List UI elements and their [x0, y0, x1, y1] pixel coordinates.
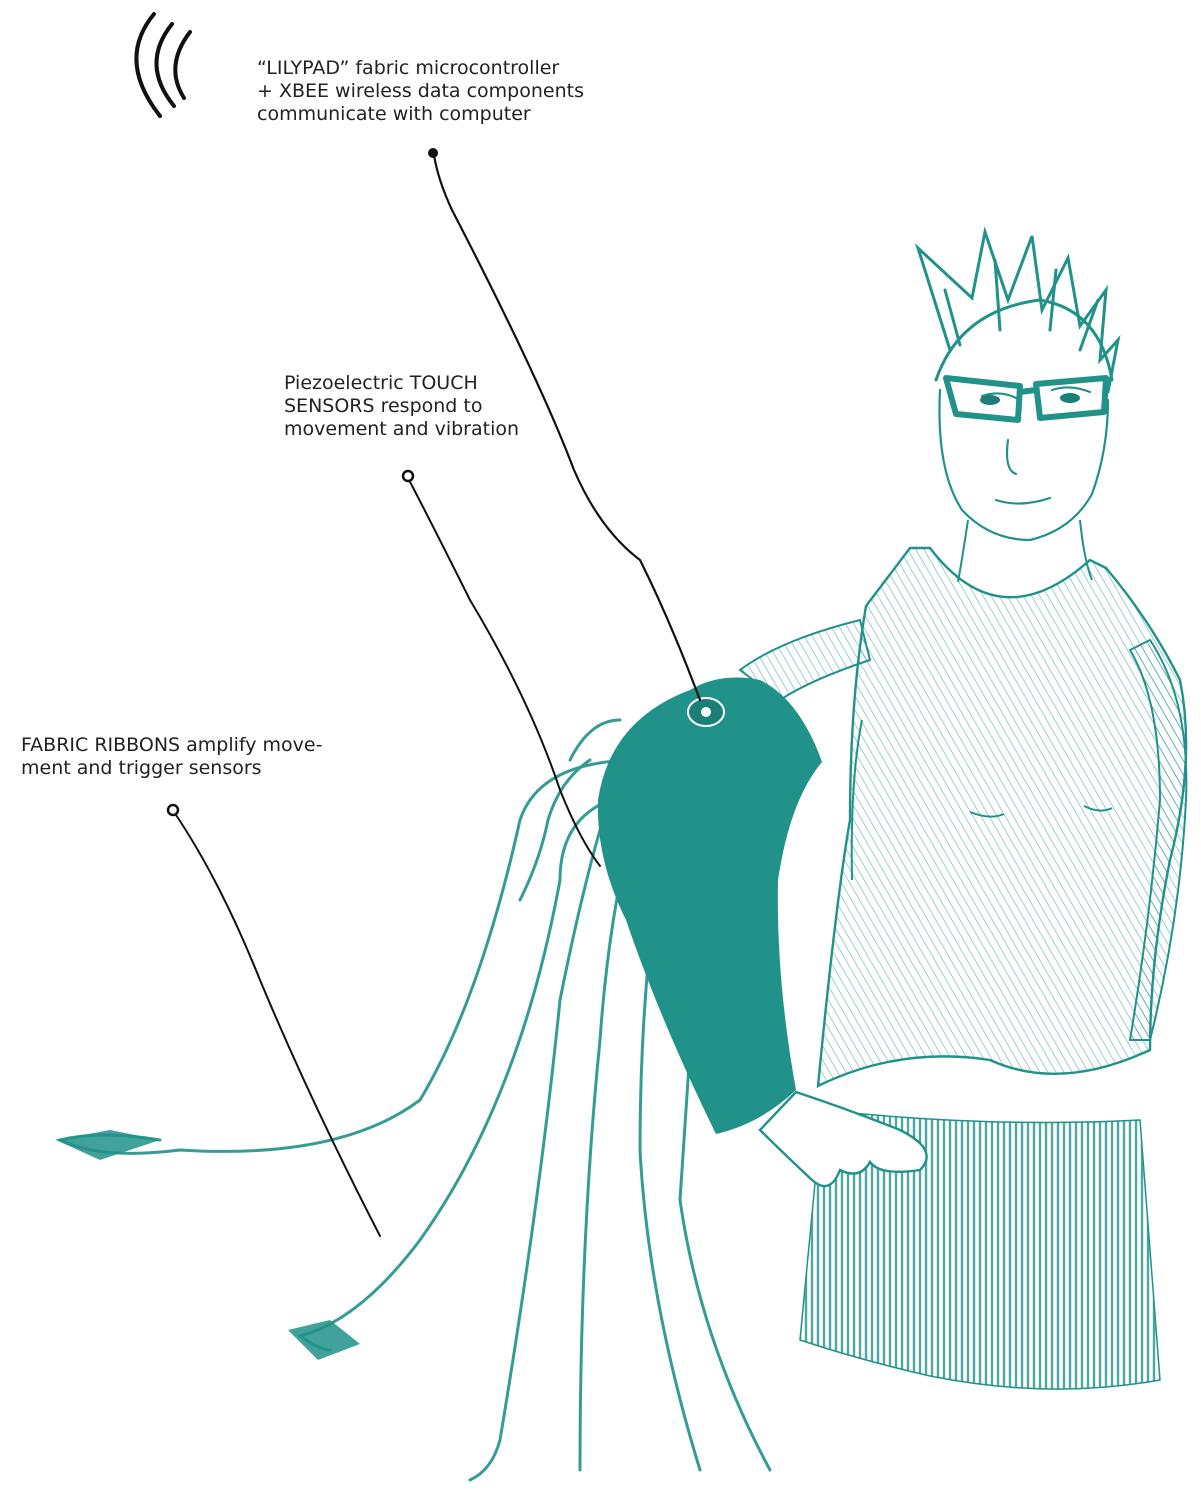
annotation-lilypad: “LILYPAD” fabric microcontroller + XBEE … [257, 57, 584, 126]
face [939, 387, 1108, 540]
wireless-signal-icon [136, 14, 190, 116]
ribbon-ends [56, 1130, 360, 1360]
annotation-fabric-ribbons: FABRIC RIBBONS amplify move- ment and tr… [21, 734, 322, 780]
annotation-lilypad-line3: communicate with computer [257, 103, 584, 126]
leader-line-ribbons [174, 812, 380, 1236]
leader-line-touch [408, 478, 600, 866]
leader-dot-ribbons [168, 805, 178, 815]
eyes [980, 393, 1080, 405]
tank-top [818, 548, 1186, 1086]
annotation-touch-line1: Piezoelectric TOUCH [284, 372, 519, 395]
annotation-ribbons-line1: FABRIC RIBBONS amplify move- [21, 734, 322, 757]
lilypad-controller [688, 698, 724, 726]
annotation-ribbons-line2: ment and trigger sensors [21, 757, 322, 780]
hand [760, 1092, 927, 1186]
arm-sleeve [598, 678, 822, 1134]
leader-dot-touch [403, 471, 413, 481]
hair [918, 232, 1118, 392]
leader-dot-lilypad [428, 148, 438, 158]
annotation-lilypad-line2: + XBEE wireless data components [257, 80, 584, 103]
annotation-lilypad-line1: “LILYPAD” fabric microcontroller [257, 57, 584, 80]
neck [958, 520, 1092, 582]
annotation-touch-line2: SENSORS respond to [284, 395, 519, 418]
glasses [946, 378, 1106, 420]
annotation-touch-line3: movement and vibration [284, 418, 519, 441]
annotation-touch-sensors: Piezoelectric TOUCH SENSORS respond to m… [284, 372, 519, 441]
